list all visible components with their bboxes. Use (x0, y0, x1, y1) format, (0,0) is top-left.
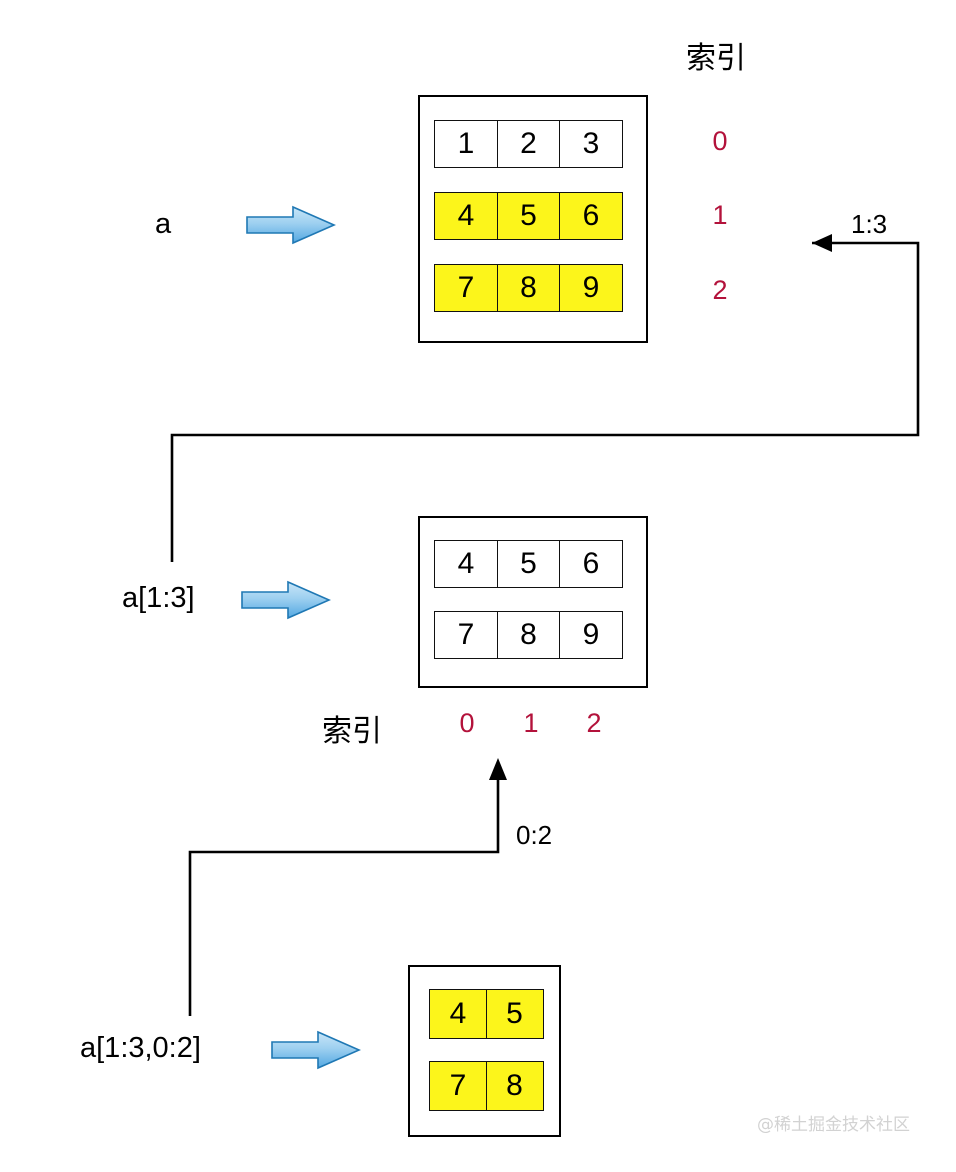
matrix-c-cell: 8 (485, 1061, 544, 1111)
matrix-a: 1 2 3 4 5 6 7 8 9 (418, 95, 648, 343)
block-arrow-to-matrix-a (246, 205, 336, 245)
label-variable-a-1-3: a[1:3] (122, 582, 195, 614)
label-index-heading-rows: 索引 (686, 41, 746, 76)
matrix-c-row-1: 7 8 (429, 1061, 544, 1111)
connector-path-rows (170, 234, 920, 562)
label-slice-cols: 0:2 (516, 820, 553, 850)
matrix-a-cell: 1 (434, 120, 498, 168)
block-arrow-to-matrix-c (271, 1030, 361, 1070)
matrix-a-cell: 7 (434, 264, 498, 312)
matrix-a-cell: 9 (559, 264, 623, 312)
matrix-a-cell: 4 (434, 192, 498, 240)
label-variable-a-1-3-0-2: a[1:3,0:2] (80, 1032, 201, 1064)
matrix-a-row-2: 7 8 9 (434, 264, 623, 312)
matrix-a-row-1: 4 5 6 (434, 192, 623, 240)
watermark: @稀土掘金技术社区 (757, 1115, 910, 1135)
matrix-c-cell: 4 (429, 989, 487, 1039)
col-index-label: 2 (586, 708, 602, 738)
matrix-c: 4 5 7 8 (408, 965, 561, 1137)
label-index-heading-cols: 索引 (322, 714, 382, 749)
label-variable-a: a (155, 208, 172, 240)
matrix-c-cell: 5 (485, 989, 544, 1039)
row-index-label: 0 (712, 126, 728, 156)
matrix-b-cell: 4 (434, 540, 498, 588)
matrix-a-grid: 1 2 3 4 5 6 7 8 9 (434, 120, 623, 312)
matrix-c-cell: 7 (429, 1061, 487, 1111)
matrix-c-grid: 4 5 7 8 (429, 989, 544, 1111)
matrix-a-row-0: 1 2 3 (434, 120, 623, 168)
matrix-a-cell: 5 (496, 192, 561, 240)
row-index-label: 1 (712, 200, 728, 230)
matrix-b: 4 5 6 7 8 9 (418, 516, 648, 688)
matrix-b-cell: 9 (559, 611, 623, 659)
matrix-b-grid: 4 5 6 7 8 9 (434, 540, 623, 659)
matrix-a-cell: 8 (496, 264, 561, 312)
matrix-c-row-0: 4 5 (429, 989, 544, 1039)
matrix-a-cell: 3 (559, 120, 623, 168)
matrix-a-cell: 6 (559, 192, 623, 240)
label-slice-rows: 1:3 (851, 209, 888, 239)
col-index-label: 1 (523, 708, 539, 738)
matrix-a-cell: 2 (496, 120, 561, 168)
matrix-b-row-1: 7 8 9 (434, 611, 623, 659)
matrix-b-cell: 8 (496, 611, 561, 659)
matrix-b-cell: 5 (496, 540, 561, 588)
matrix-b-cell: 6 (559, 540, 623, 588)
row-index-label: 2 (712, 275, 728, 305)
block-arrow-to-matrix-b (241, 580, 331, 620)
matrix-b-row-0: 4 5 6 (434, 540, 623, 588)
connector-path-cols (188, 758, 507, 1016)
col-index-label: 0 (459, 708, 475, 738)
matrix-b-cell: 7 (434, 611, 498, 659)
